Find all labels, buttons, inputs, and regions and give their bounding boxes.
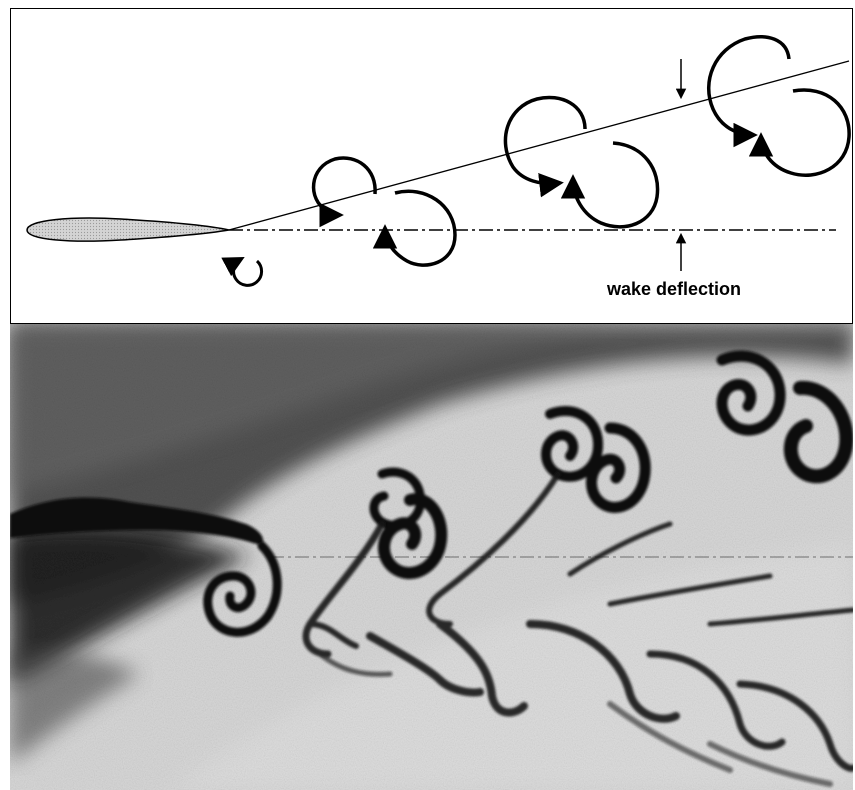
vortex-pair-2-upper [505, 97, 585, 183]
vortex-pair-3-upper [709, 37, 789, 135]
deflected-wake-line [229, 61, 849, 230]
flow-photo-drawing [10, 324, 853, 790]
small-vortex [234, 259, 262, 285]
airfoil [27, 218, 229, 241]
vortex-pair-1-lower [385, 191, 455, 265]
vortex-pair-2-lower [573, 143, 658, 227]
vortex-pair-3-lower [761, 90, 849, 175]
wake-schematic-panel: wake deflection [10, 8, 853, 324]
flow-visualization-photo [10, 324, 853, 790]
wake-deflection-label: wake deflection [607, 279, 741, 300]
wake-schematic [11, 9, 854, 325]
vortex-pair-1-upper [314, 158, 376, 215]
